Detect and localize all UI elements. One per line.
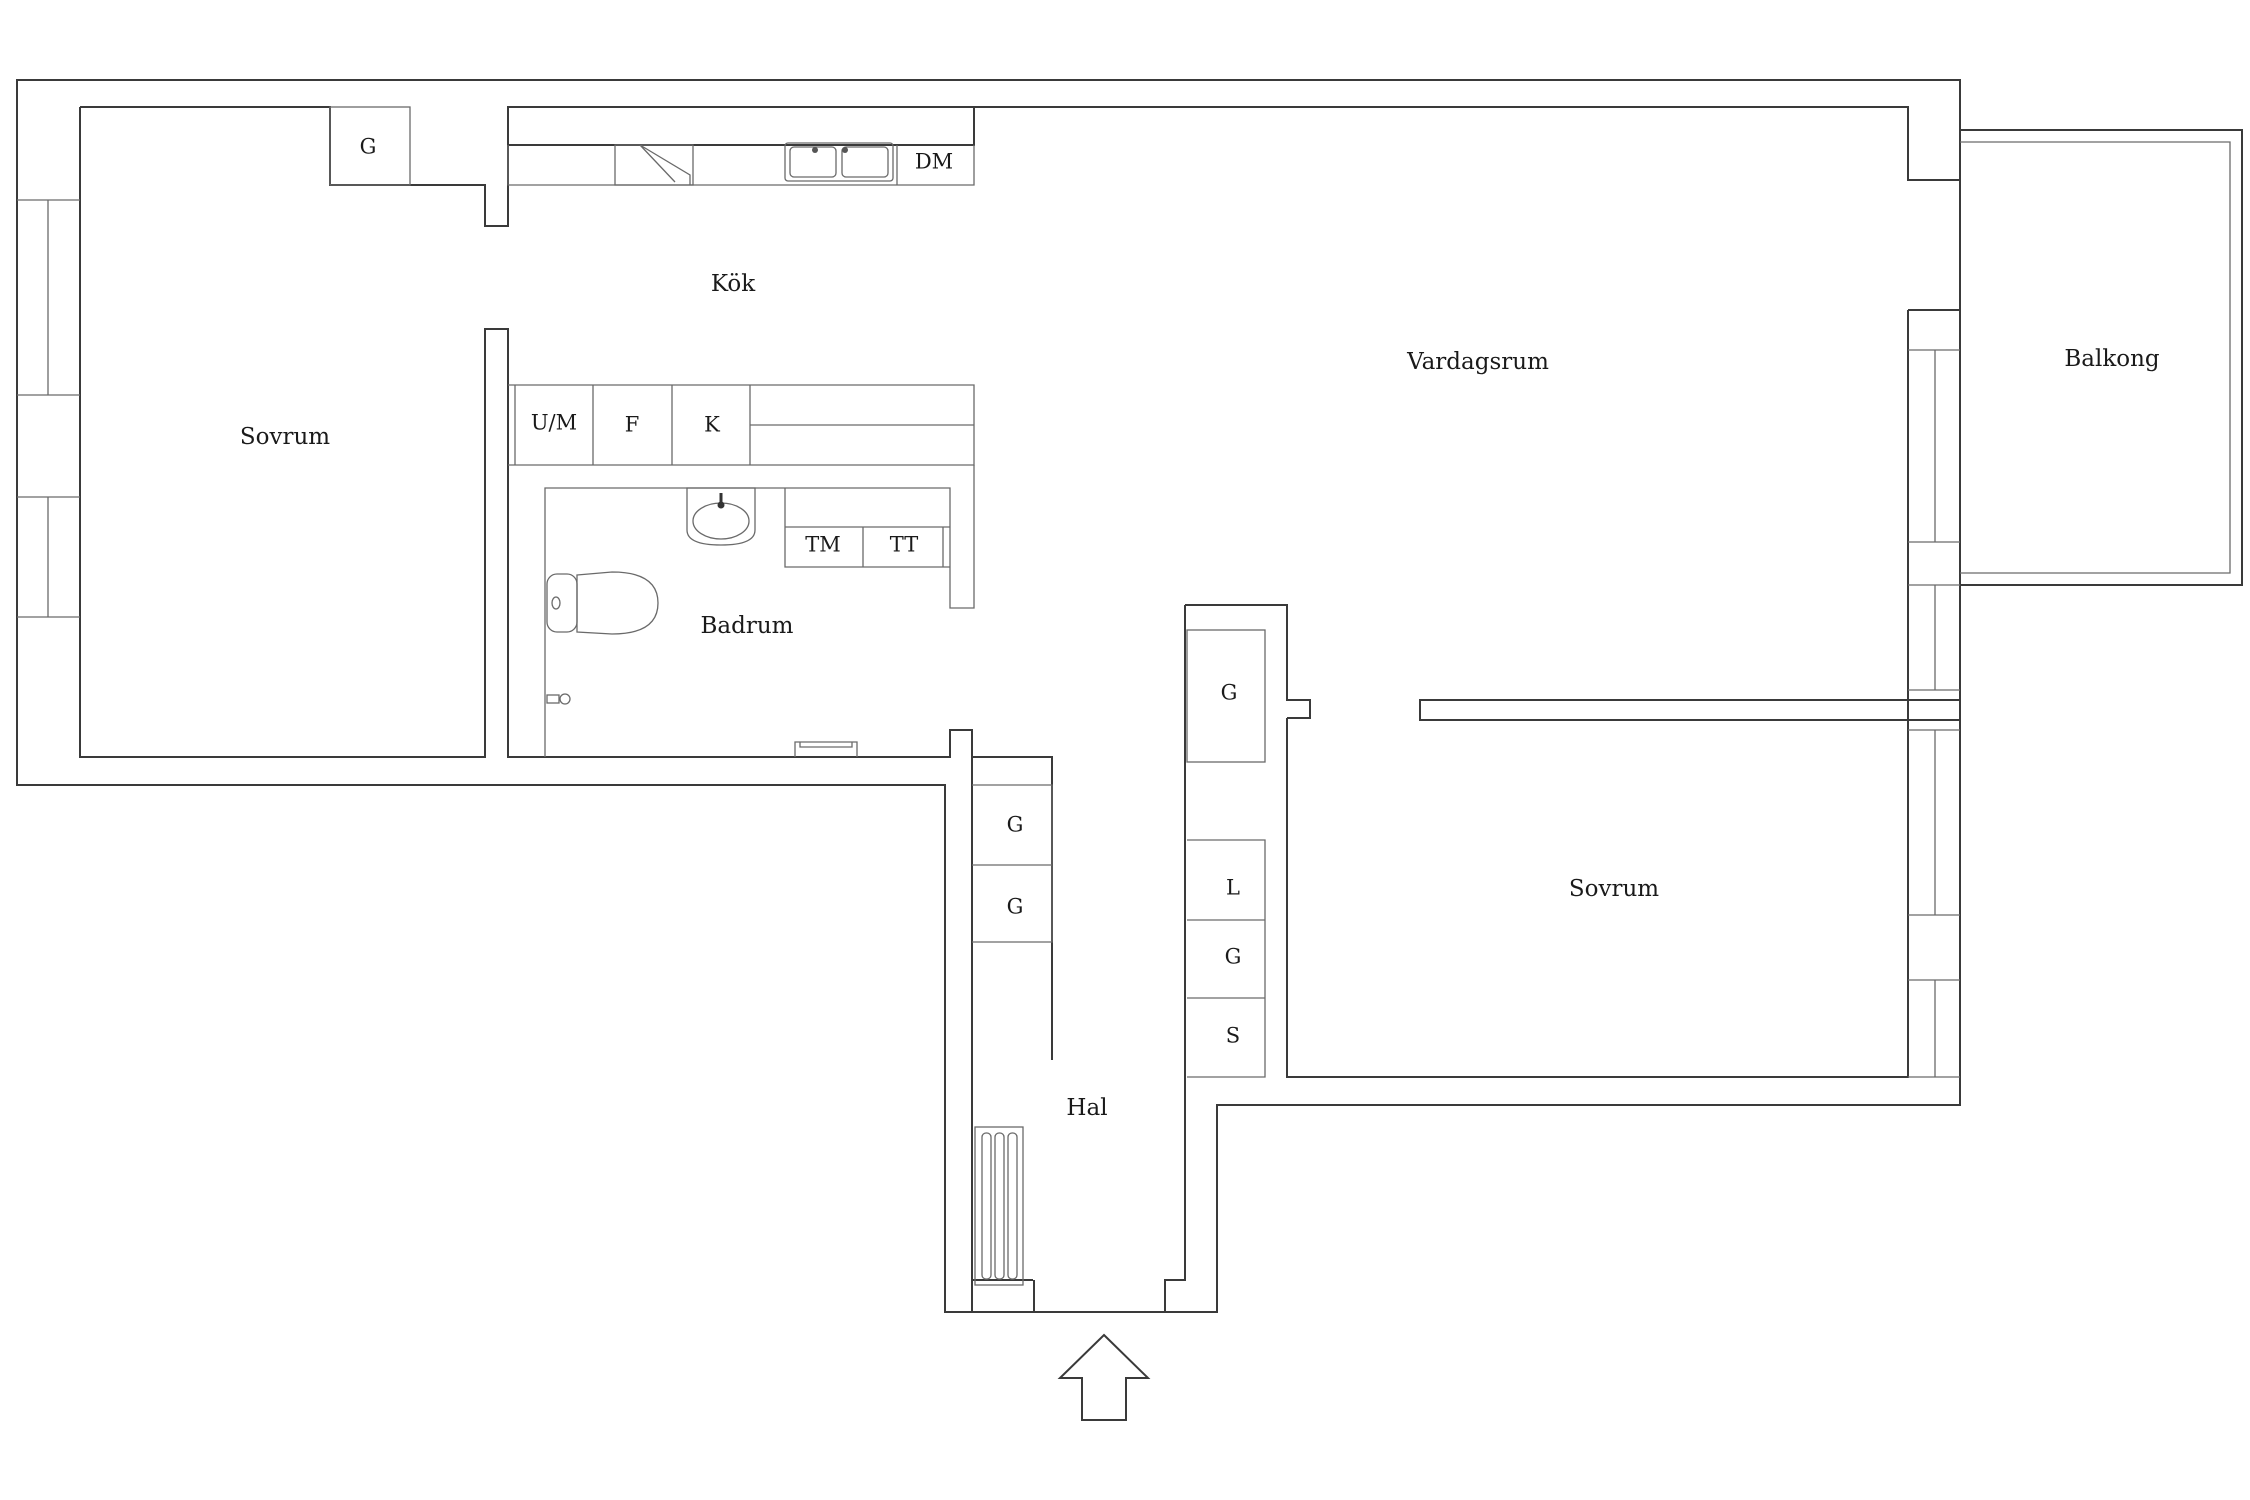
- fixture-label-l: L: [1226, 876, 1240, 900]
- wardrobe-bedroom: [329, 106, 411, 186]
- toilet-icon: [546, 571, 659, 635]
- faucet-icon: [546, 693, 571, 705]
- kitchen-counter-top: [507, 106, 975, 186]
- hallway-cabinets: [972, 629, 1266, 1078]
- fixture-label-g-bedroom: G: [360, 135, 377, 159]
- washbasin-icon: [686, 487, 756, 546]
- stove-icon-detail: [639, 144, 691, 185]
- fixture-label-g-living: G: [1221, 681, 1238, 705]
- fixture-label-g-hall-2: G: [1007, 895, 1024, 919]
- fixture-label-f: F: [625, 413, 640, 437]
- kitchen-counter-middle: [508, 384, 975, 466]
- sink-icon: [784, 142, 894, 182]
- room-label-balkong: Balkong: [2064, 346, 2160, 372]
- right-windows: [1908, 349, 1960, 1078]
- room-label-badrum: Badrum: [701, 613, 794, 639]
- fixture-label-tm: TM: [805, 533, 841, 557]
- room-label-hal: Hal: [1066, 1095, 1107, 1121]
- room-label-vardagsrum: Vardagsrum: [1406, 349, 1549, 375]
- room-label-sovrum-left: Sovrum: [240, 424, 330, 450]
- fixture-label-k: K: [704, 413, 720, 437]
- radiator-icon: [974, 1126, 1024, 1286]
- fixture-label-g-hall-1: G: [1007, 813, 1024, 837]
- fixture-label-um: U/M: [531, 411, 577, 435]
- bathroom: [544, 465, 975, 757]
- room-label-sovrum-right: Sovrum: [1569, 876, 1659, 902]
- fixture-label-s: S: [1226, 1024, 1240, 1048]
- balcony: [1960, 129, 2243, 586]
- left-windows: [17, 199, 80, 618]
- stove-icon: [614, 144, 694, 186]
- fixture-label-g-hall-3: G: [1225, 945, 1242, 969]
- fixture-label-tt: TT: [890, 533, 918, 557]
- room-label-kok: Kök: [711, 271, 756, 297]
- fixture-label-dm: DM: [915, 150, 953, 174]
- entrance-arrow-icon: [1057, 1333, 1151, 1421]
